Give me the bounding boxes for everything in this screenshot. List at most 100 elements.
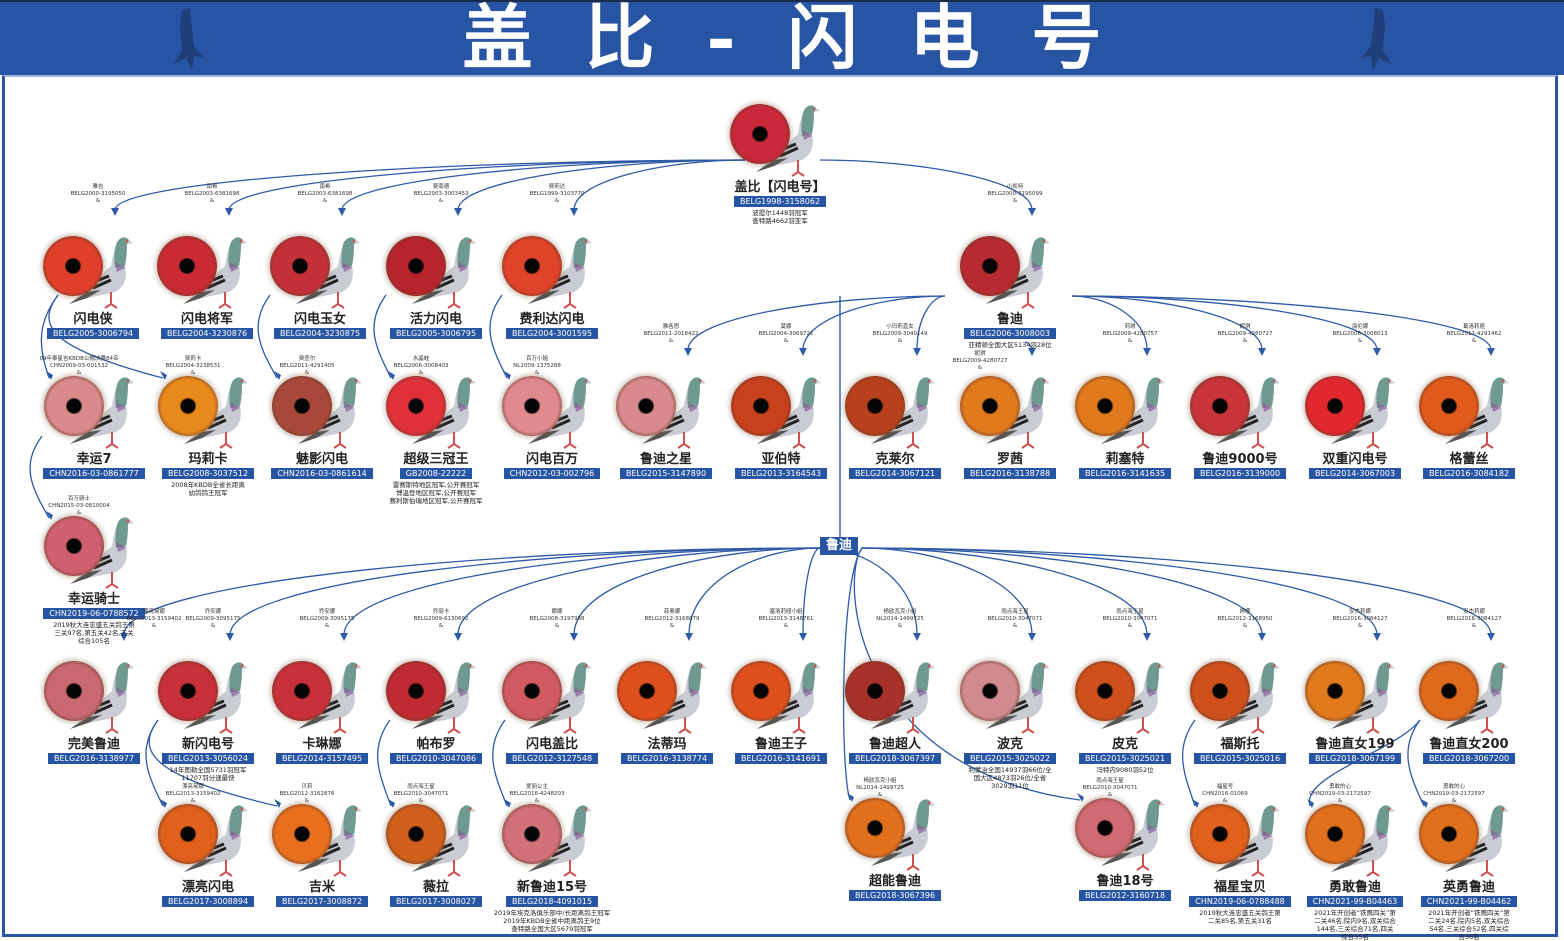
ring-number-badge: BELG2018-3067200 — [1422, 753, 1516, 764]
eye-photo — [1305, 376, 1365, 436]
mate-label-line: BELG2013-3148761 — [758, 616, 814, 622]
pigeon-name: 鲁迪王子 — [754, 737, 807, 752]
mate-label-line: 雅各思 — [662, 324, 680, 330]
pigeon-photo — [270, 232, 370, 312]
achievement-line: 二关46名,院内9名,双关综合 — [1314, 917, 1396, 925]
eye-photo — [502, 661, 562, 721]
mate-label-line: & — [1337, 798, 1343, 804]
mate-label-line: & — [190, 370, 196, 376]
achievement-line: 查特路4662羽亚军 — [752, 217, 808, 225]
pigeon-photo — [616, 372, 716, 452]
mate-label-line: 莫娜 — [780, 324, 792, 330]
pigeon-icon — [986, 377, 1050, 449]
ring-number-badge: BELG2006-3008003 — [963, 328, 1057, 339]
ring-number-badge: BELG2016-3141691 — [734, 753, 828, 764]
mate-label-line: 雨点海王星 — [407, 784, 435, 790]
pigeon-name: 漂亮闪电 — [181, 880, 234, 895]
pigeon-icon — [412, 237, 476, 309]
pigeon-name: 鲁迪9000号 — [1202, 452, 1278, 467]
lineage-arrow — [1071, 295, 1148, 351]
pigeon-icon — [298, 805, 362, 877]
pigeon-icon — [298, 662, 362, 734]
arrowhead-icon — [160, 371, 167, 380]
ring-number-badge: CHN2019-06-0788488 — [1189, 896, 1291, 907]
mate-label-line: CHN2019-03-2172597 — [1309, 791, 1371, 797]
achievement-line: 2019秋大连忠盛五关鸽王第 — [1199, 909, 1281, 917]
achievement-line: 波提尔1448羽冠军 — [752, 209, 808, 217]
mate-label-line: & — [897, 623, 903, 629]
mate-label-line: BELG2003-6381698 — [297, 191, 353, 197]
mate-label-line: & — [322, 198, 328, 204]
pigeon-photo — [960, 657, 1060, 737]
pigeon-photo — [157, 232, 257, 312]
ring-number-badge: BELG2014-3157495 — [275, 753, 369, 764]
mate-label-line: 婷娜 — [1239, 609, 1251, 615]
arrowhead-icon — [338, 208, 346, 216]
pigeon-name: 超能鲁迪 — [868, 874, 921, 889]
achievement-line: 14年图勒全国5731羽冠军 — [169, 766, 247, 774]
lineage-arrow — [343, 547, 821, 636]
eye-photo — [731, 376, 791, 436]
pigeon-icon — [756, 105, 820, 177]
pigeon-photo — [43, 232, 143, 312]
ring-number-badge: BELG2016-3138774 — [620, 753, 714, 764]
pigeon-name: 吉米 — [308, 880, 335, 895]
mate-label-line: 乔丽卡 — [432, 609, 450, 615]
mate-label-line: & — [1012, 198, 1018, 204]
mate-label-line: & — [76, 370, 82, 376]
achievements: 波提尔1448羽冠军查特路4662羽亚军 — [752, 209, 808, 225]
eye-photo — [1075, 376, 1135, 436]
mate-label-line: & — [1127, 338, 1133, 344]
lineage-arrow — [457, 547, 821, 636]
eye-photo — [157, 236, 217, 296]
achievement-line: 亚精顿全国大区5134羽28位 — [968, 341, 1052, 349]
ring-number-badge: BELG2004-3230876 — [160, 328, 254, 339]
pigeon-name: 幸运骑士 — [67, 592, 120, 607]
achievement-line: 2021年开创者“铁鹰四关”第 — [1314, 909, 1396, 917]
pigeon-icon — [528, 377, 592, 449]
pigeon-name: 皮克 — [1111, 737, 1138, 752]
pigeon-icon — [757, 377, 821, 449]
mate-label-line: & — [669, 623, 675, 629]
mate-label-line: 水晶蛙 — [412, 356, 430, 362]
lineage-arrow — [842, 547, 863, 801]
pigeon-name: 法蒂玛 — [647, 737, 687, 752]
lineage-arrow — [377, 719, 392, 807]
mate-label-line: BELG2012-3168950 — [1217, 616, 1273, 622]
arrowhead-icon — [1077, 793, 1084, 802]
pigeon-icon — [412, 662, 476, 734]
mate-label-line: & — [209, 198, 215, 204]
pigeon-name: 新鲁迪15号 — [516, 880, 588, 895]
lineage-arrow — [802, 547, 821, 636]
arrowhead-icon — [1143, 348, 1151, 356]
pigeon-photo — [845, 794, 945, 874]
pigeon-photo — [1305, 372, 1405, 452]
mate-label-line: BELG2009-4280727 — [1217, 331, 1273, 337]
pigeon-photo — [272, 800, 372, 880]
mate-label-line: 斐南德 — [432, 184, 450, 190]
pigeon-name: 莉塞特 — [1105, 452, 1145, 467]
mate-label-line: 雨点海王星 — [1001, 609, 1029, 615]
ring-number-badge: CHN2019-06-0788572 — [43, 608, 145, 619]
ring-number-badge: BELG2015-3147890 — [619, 468, 713, 479]
mate-label-line: & — [210, 623, 216, 629]
mate-label-line: & — [151, 623, 157, 629]
arrowhead-icon — [340, 633, 348, 641]
mate-label-line: BELG2011-4291462 — [1446, 331, 1502, 337]
achievement-line: 博温登地区冠军,公开赛冠军 — [395, 489, 477, 497]
